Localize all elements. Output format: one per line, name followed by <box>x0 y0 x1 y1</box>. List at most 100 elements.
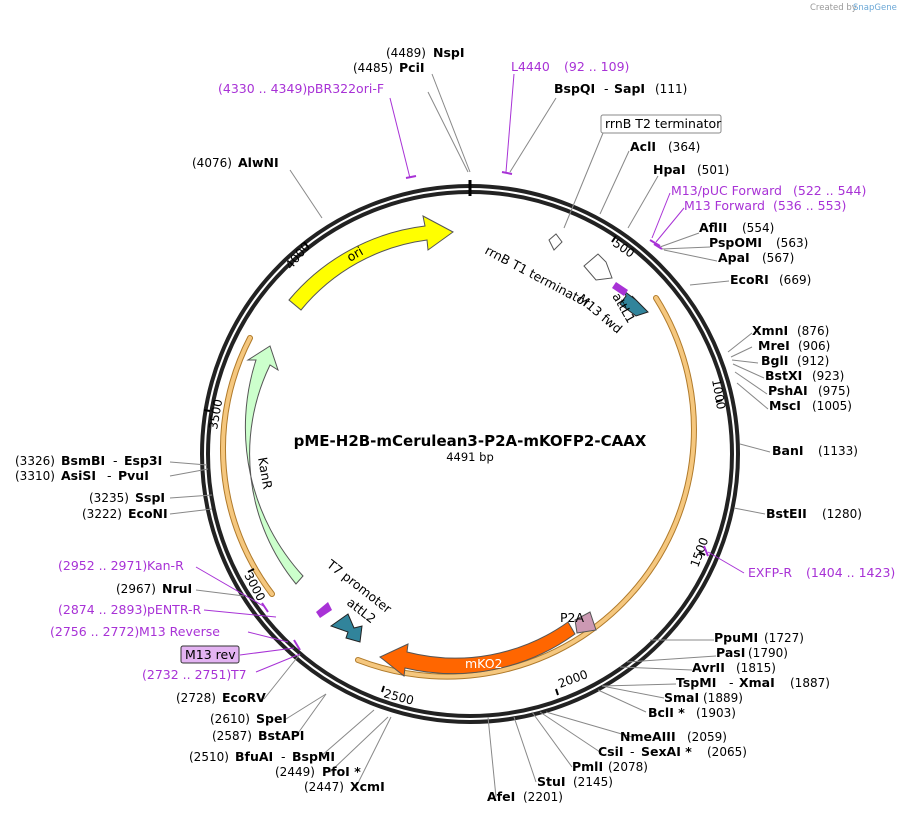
site-afei[interactable]: AfeI (2201) <box>487 789 563 804</box>
site-pshai[interactable]: PshAI (975) <box>768 383 850 398</box>
site-alwni[interactable]: (4076) AlwNI <box>192 155 279 170</box>
site-ppumi[interactable]: PpuMI (1727) <box>714 630 804 645</box>
site-bstapi[interactable]: (2587) BstAPI <box>212 728 304 743</box>
mrei-pos: (906) <box>798 339 830 353</box>
m13rev-box[interactable]: M13 rev <box>180 645 240 664</box>
attl1-feature-arrow[interactable] <box>619 289 649 317</box>
nrui-name: NruI <box>162 581 192 596</box>
rrnbt2-terminator-outline[interactable] <box>548 233 563 251</box>
site-pcii[interactable]: (4485) PciI <box>353 60 425 75</box>
pcii-name: PciI <box>399 60 425 75</box>
site-asisi-pvui[interactable]: (3310) AsiSI - PvuI <box>15 468 149 483</box>
l4440-name: L4440 <box>511 59 550 74</box>
site-bsmbi-esp3i[interactable]: (3326) BsmBI - Esp3I <box>15 453 162 468</box>
site-bani[interactable]: BanI (1133) <box>772 443 858 458</box>
site-avrii[interactable]: AvrII (1815) <box>692 660 776 675</box>
bfuai-name: BfuAI <box>235 749 273 764</box>
smai-name: SmaI <box>664 690 699 705</box>
site-xmni[interactable]: XmnI (876) <box>752 323 829 338</box>
m13rev-box-label: M13 rev <box>185 647 236 662</box>
ecorv-name: EcoRV <box>222 690 266 705</box>
sexai-name: SexAI * <box>641 744 692 759</box>
site-ecorv[interactable]: (2728) EcoRV <box>176 690 266 705</box>
attl2-feature-arrow[interactable] <box>329 613 363 643</box>
site-smai[interactable]: SmaI (1889) <box>664 690 743 705</box>
aflii-name: AflII <box>699 220 727 235</box>
site-stui[interactable]: StuI (2145) <box>537 774 613 789</box>
t7-primer-mark[interactable] <box>316 602 332 618</box>
site-mrei[interactable]: MreI (906) <box>758 338 830 353</box>
site-aflii[interactable]: AflII (554) <box>699 220 774 235</box>
sapi-name: SapI <box>614 81 645 96</box>
hpai-name: HpaI <box>653 162 686 177</box>
site-bsteii[interactable]: BstEII (1280) <box>766 506 862 521</box>
site-hpai[interactable]: HpaI (501) <box>653 162 729 177</box>
bstapi-name: BstAPI <box>258 728 304 743</box>
m13fwd-primer-mark[interactable] <box>612 282 628 296</box>
afei-pos: (2201) <box>523 790 563 804</box>
apai-name: ApaI <box>718 250 750 265</box>
stui-name: StuI <box>537 774 566 789</box>
primer-exfp-r[interactable]: EXFP-R (1404 .. 1423) <box>748 565 895 580</box>
primer-pbr322ori-f[interactable]: (4330 .. 4349) pBR322ori-F <box>218 81 384 96</box>
site-acli[interactable]: AclI (364) <box>630 139 700 154</box>
site-bfuai-bspmi[interactable]: (2510) BfuAI - BspMI <box>189 749 335 764</box>
site-pfoi[interactable]: (2449) PfoI * <box>275 764 361 779</box>
spei-name: SpeI <box>256 711 287 726</box>
primer-kan-r[interactable]: (2952 .. 2971) Kan-R <box>58 558 184 573</box>
highlight-arc-right <box>355 295 697 680</box>
bstapi-pos: (2587) <box>212 729 252 743</box>
site-nrui[interactable]: (2967) NruI <box>116 581 192 596</box>
site-bspqi-sapi[interactable]: BspQI - SapI (111) <box>554 81 687 96</box>
primer-m13puc-forward[interactable]: M13/pUC Forward (522 .. 544) <box>671 183 866 198</box>
csii-sep: - <box>630 744 635 759</box>
site-spei[interactable]: (2610) SpeI <box>210 711 287 726</box>
site-csii-sexai[interactable]: CsiI - SexAI * (2065) <box>598 744 747 759</box>
site-bstxi[interactable]: BstXI (923) <box>765 368 844 383</box>
primer-l4440[interactable]: L4440 (92 .. 109) <box>511 59 629 74</box>
site-pasi[interactable]: PasI (1790) <box>716 645 788 660</box>
orange-highlight-arcs <box>220 295 697 680</box>
site-ecori[interactable]: EcoRI (669) <box>730 272 811 287</box>
ppumi-pos: (1727) <box>764 631 804 645</box>
primer-pentr-r[interactable]: (2874 .. 2893) pENTR-R <box>58 602 202 617</box>
site-xcmi[interactable]: (2447) XcmI <box>304 779 385 794</box>
kanr-primer-name: Kan-R <box>147 558 184 573</box>
mko2-feature-arrow[interactable] <box>379 621 576 677</box>
site-msci[interactable]: MscI (1005) <box>769 398 852 413</box>
ecori-pos: (669) <box>779 273 811 287</box>
xmni-name: XmnI <box>752 323 788 338</box>
econi-pos: (3222) <box>82 507 122 521</box>
site-econi[interactable]: (3222) EcoNI <box>82 506 168 521</box>
ecorv-pos: (2728) <box>176 691 216 705</box>
msci-pos: (1005) <box>812 399 852 413</box>
site-bgli[interactable]: BglI (912) <box>761 353 829 368</box>
nmeaiii-name: NmeAIII <box>620 729 676 744</box>
kanr-feature-arrow[interactable] <box>244 345 304 585</box>
alwni-pos: (4076) <box>192 156 232 170</box>
sspi-pos: (3235) <box>89 491 129 505</box>
site-sspi[interactable]: (3235) SspI <box>89 490 165 505</box>
ori-feature-arrow[interactable] <box>288 215 454 311</box>
afei-name: AfeI <box>487 789 515 804</box>
primer-m13-forward[interactable]: M13 Forward (536 .. 553) <box>684 198 846 213</box>
m13r-range: (2756 .. 2772) <box>50 624 139 639</box>
acli-pos: (364) <box>668 140 700 154</box>
site-nmeaiii[interactable]: NmeAIII (2059) <box>620 729 727 744</box>
exfpr-name: EXFP-R <box>748 565 792 580</box>
pshai-name: PshAI <box>768 383 808 398</box>
primer-m13-reverse[interactable]: (2756 .. 2772) M13 Reverse <box>50 624 220 639</box>
primer-t7[interactable]: (2732 .. 2751) T7 <box>142 667 247 682</box>
site-bcli[interactable]: BclI * (1903) <box>648 705 736 720</box>
rrnbt1-terminator-outline[interactable] <box>583 253 613 281</box>
site-apai[interactable]: ApaI (567) <box>718 250 794 265</box>
bgli-name: BglI <box>761 353 788 368</box>
p2a-feature-arrow[interactable] <box>574 611 597 634</box>
pspomi-name: PspOMI <box>709 235 762 250</box>
site-tspmi-xmai[interactable]: TspMI - XmaI (1887) <box>676 675 830 690</box>
kanr-primer-range: (2952 .. 2971) <box>58 558 147 573</box>
site-nspi[interactable]: (4489) NspI <box>386 45 465 60</box>
site-pspomi[interactable]: PspOMI (563) <box>709 235 808 250</box>
site-pmli[interactable]: PmlI (2078) <box>572 759 648 774</box>
pasi-pos: (1790) <box>748 646 788 660</box>
